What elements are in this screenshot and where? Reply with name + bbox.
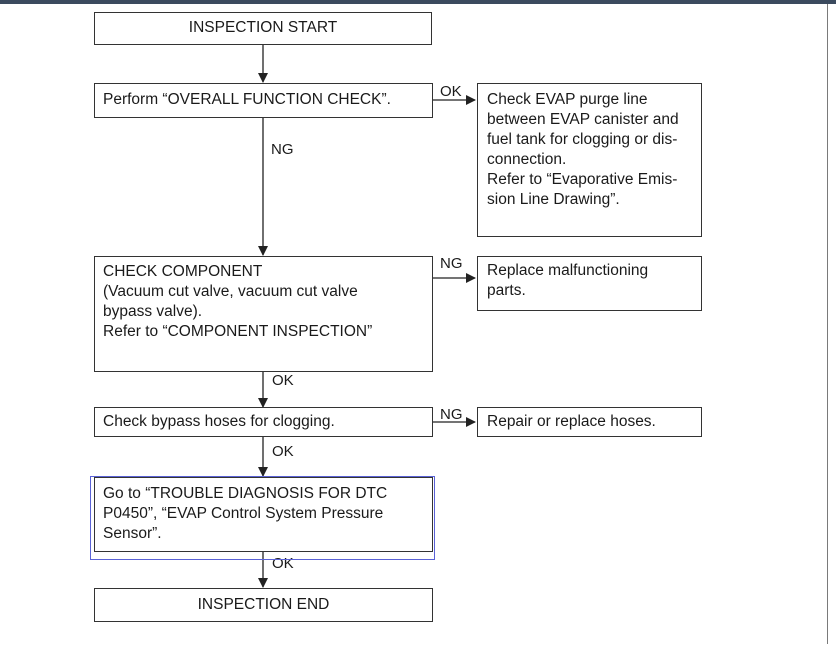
label-overall-ng: NG [271, 141, 294, 158]
node-check-component: CHECK COMPONENT (Vacuum cut valve, vacuu… [94, 256, 433, 372]
node-check-bypass-hoses: Check bypass hoses for clogging. [94, 407, 433, 437]
label-component-ok: OK [272, 372, 294, 389]
node-inspection-start: INSPECTION START [94, 12, 432, 45]
label-hoses-ng: NG [440, 406, 463, 423]
node-inspection-end: INSPECTION END [94, 588, 433, 622]
node-overall-function-check: Perform “OVERALL FUNCTION CHECK”. [94, 83, 433, 118]
node-repair-hoses: Repair or replace hoses. [477, 407, 702, 437]
page-right-border [827, 4, 828, 644]
node-go-to-dtc: Go to “TROUBLE DIAGNOSIS FOR DTC P0450”,… [94, 477, 433, 552]
window-top-bar [0, 0, 836, 4]
label-overall-ok: OK [440, 83, 462, 100]
label-component-ng: NG [440, 255, 463, 272]
label-hoses-ok: OK [272, 443, 294, 460]
node-replace-parts: Replace malfunctioning parts. [477, 256, 702, 311]
label-dtc-ok: OK [272, 555, 294, 572]
node-check-purge-line: Check EVAP purge line between EVAP canis… [477, 83, 702, 237]
